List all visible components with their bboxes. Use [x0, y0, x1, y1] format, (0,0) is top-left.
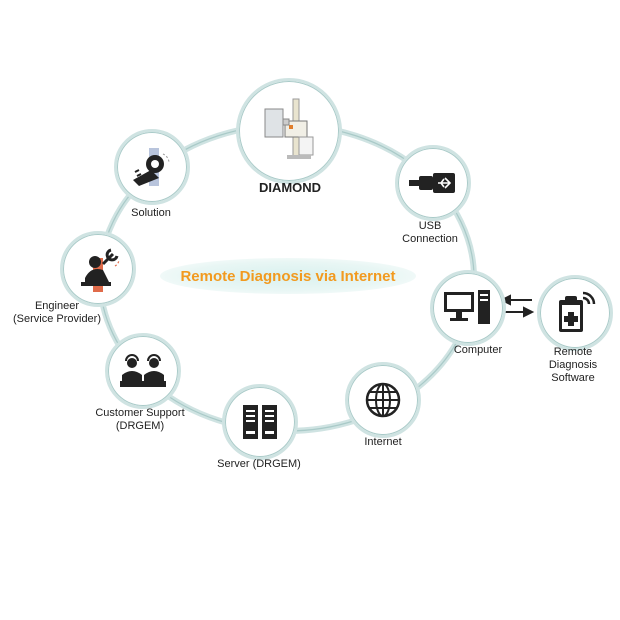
server-icon — [243, 405, 277, 439]
computer-node[interactable] — [430, 270, 506, 346]
server-node[interactable] — [222, 384, 298, 460]
internet-label: Internet — [364, 436, 402, 448]
usb-cable-icon — [409, 173, 455, 193]
clipboard-wifi-icon — [559, 291, 596, 332]
computer-label: Computer — [453, 344, 503, 356]
software-node[interactable] — [537, 275, 613, 351]
engineer-node[interactable] — [60, 231, 136, 307]
diamond-node[interactable] — [236, 78, 342, 184]
engineer-label: Engineer (Service Provider) — [12, 300, 102, 325]
usb-label: USB Connection — [402, 220, 458, 245]
sync-arrows-icon — [499, 294, 535, 318]
engineer-wrench-icon — [81, 248, 120, 292]
diamond-label: DIAMOND — [258, 180, 322, 195]
customer-support-node[interactable] — [105, 333, 181, 409]
software-label: Remote Diagnosis Software — [548, 346, 598, 384]
solution-label: Solution — [131, 207, 171, 219]
customer-support-label: Customer Support (DRGEM) — [95, 407, 185, 432]
internet-node[interactable] — [345, 362, 421, 438]
computer-icon — [444, 290, 490, 324]
title-banner: Remote Diagnosis via Internet — [160, 258, 416, 294]
xray-machine-icon — [264, 98, 314, 159]
globe-icon — [365, 382, 401, 418]
solution-node[interactable] — [114, 129, 190, 205]
key-solution-icon — [133, 148, 170, 186]
server-label: Server (DRGEM) — [217, 458, 301, 470]
diagram-title: Remote Diagnosis via Internet — [180, 267, 396, 285]
support-agents-icon — [120, 354, 166, 387]
usb-node[interactable] — [395, 145, 471, 221]
